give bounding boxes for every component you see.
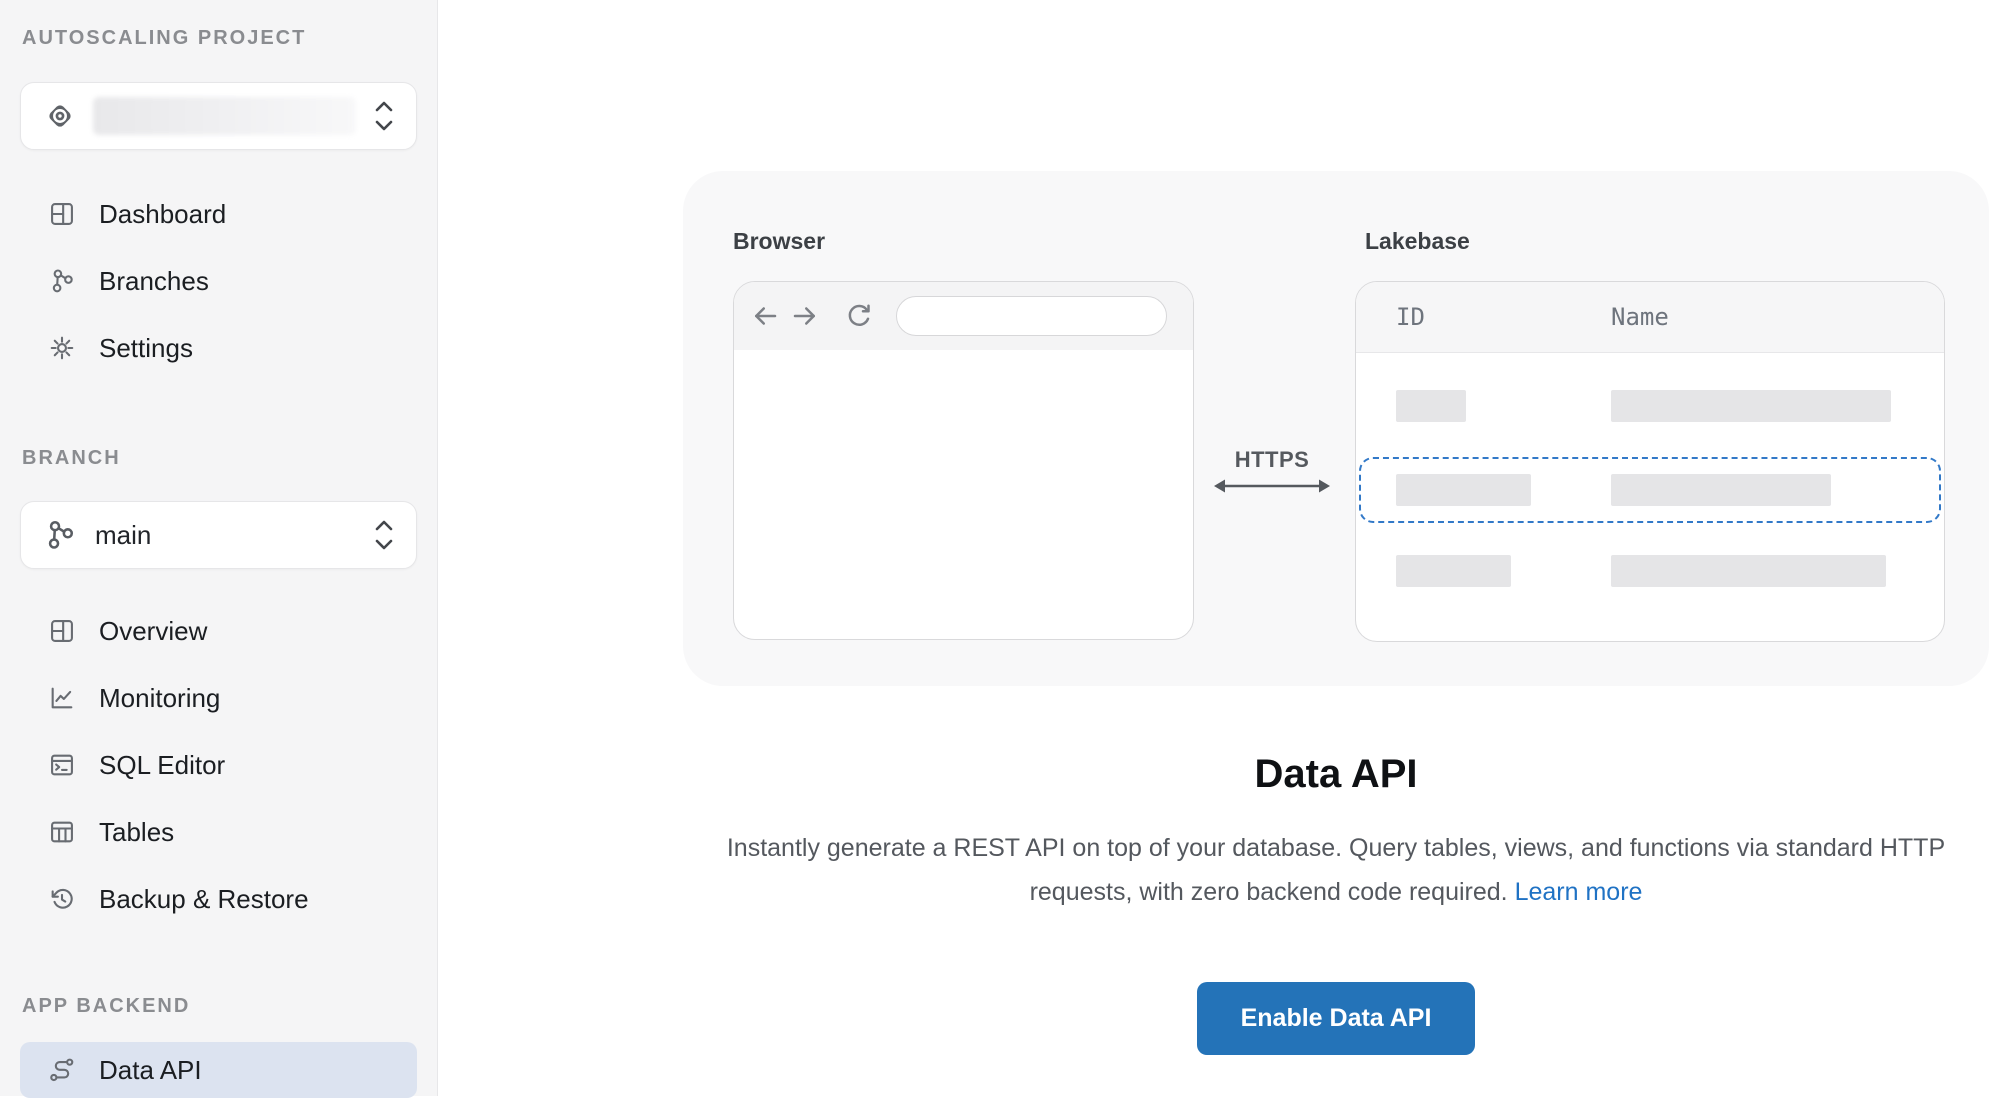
placeholder-bar bbox=[1396, 555, 1511, 587]
sidebar-item-branches[interactable]: Branches bbox=[20, 255, 417, 307]
sidebar-item-overview[interactable]: Overview bbox=[20, 605, 417, 657]
back-arrow-icon bbox=[750, 301, 780, 331]
sidebar-item-data-api[interactable]: Data API bbox=[20, 1042, 417, 1098]
chevron-updown-icon bbox=[372, 99, 396, 133]
chart-icon bbox=[48, 684, 76, 712]
sidebar-item-label: Data API bbox=[99, 1055, 202, 1086]
sidebar-item-settings[interactable]: Settings bbox=[20, 322, 417, 374]
enable-data-api-button[interactable]: Enable Data API bbox=[1197, 982, 1476, 1055]
sidebar-item-tables[interactable]: Tables bbox=[20, 806, 417, 858]
cta-row: Enable Data API bbox=[683, 982, 1989, 1055]
branch-section-label: BRANCH bbox=[22, 448, 417, 468]
browser-mock: Browser bbox=[733, 228, 1194, 640]
table-icon bbox=[48, 818, 76, 846]
main-content: Browser bbox=[438, 0, 2000, 1096]
branches-icon bbox=[48, 267, 76, 295]
sidebar-item-label: Branches bbox=[99, 266, 209, 297]
terminal-icon bbox=[48, 751, 76, 779]
placeholder-bar bbox=[1611, 555, 1886, 587]
https-connector: HTTPS bbox=[1210, 447, 1334, 502]
backend-section-label: APP BACKEND bbox=[22, 996, 417, 1016]
branch-selector-value: main bbox=[95, 520, 151, 551]
sidebar-item-label: Dashboard bbox=[99, 199, 226, 230]
illustration-card: Browser bbox=[683, 171, 1989, 686]
sidebar-item-label: Monitoring bbox=[99, 683, 220, 714]
sidebar: AUTOSCALING PROJECT Dashboard Bran bbox=[0, 0, 438, 1096]
sidebar-item-label: Tables bbox=[99, 817, 174, 848]
sidebar-item-backup-restore[interactable]: Backup & Restore bbox=[20, 873, 417, 925]
branch-icon bbox=[43, 518, 77, 552]
placeholder-bar bbox=[1396, 390, 1466, 422]
project-nav: Dashboard Branches Settings bbox=[20, 188, 417, 389]
sidebar-item-label: Backup & Restore bbox=[99, 884, 309, 915]
sidebar-item-label: Settings bbox=[99, 333, 193, 364]
sidebar-item-monitoring[interactable]: Monitoring bbox=[20, 672, 417, 724]
history-clock-icon bbox=[48, 885, 76, 913]
gear-icon bbox=[48, 334, 76, 362]
forward-arrow-icon bbox=[790, 301, 820, 331]
browser-label: Browser bbox=[733, 228, 1194, 255]
page-title: Data API bbox=[683, 750, 1989, 798]
project-name-redacted bbox=[93, 97, 356, 135]
overview-icon bbox=[48, 617, 76, 645]
column-header-id: ID bbox=[1396, 303, 1425, 331]
protocol-label: HTTPS bbox=[1210, 447, 1334, 473]
dashboard-icon bbox=[48, 200, 76, 228]
learn-more-link[interactable]: Learn more bbox=[1515, 878, 1643, 906]
page-description: Instantly generate a REST API on top of … bbox=[721, 826, 1951, 914]
browser-window-mock bbox=[733, 281, 1194, 640]
lakebase-label: Lakebase bbox=[1365, 228, 1945, 255]
project-section-label: AUTOSCALING PROJECT bbox=[22, 28, 417, 48]
project-icon bbox=[43, 99, 77, 133]
browser-topbar bbox=[734, 282, 1193, 350]
sidebar-item-label: SQL Editor bbox=[99, 750, 225, 781]
sidebar-item-dashboard[interactable]: Dashboard bbox=[20, 188, 417, 240]
sidebar-item-label: Overview bbox=[99, 616, 207, 647]
placeholder-bar bbox=[1611, 390, 1891, 422]
branch-selector[interactable]: main bbox=[20, 501, 417, 569]
description-text: Instantly generate a REST API on top of … bbox=[727, 834, 1945, 906]
branch-nav: Overview Monitoring SQL Editor Tables Ba… bbox=[20, 605, 417, 940]
route-icon bbox=[48, 1056, 76, 1084]
backend-nav: Data API bbox=[20, 1042, 417, 1098]
sidebar-item-sql-editor[interactable]: SQL Editor bbox=[20, 739, 417, 791]
database-table-mock: ID Name bbox=[1355, 281, 1945, 642]
table-header-row: ID Name bbox=[1356, 282, 1944, 353]
reload-icon bbox=[844, 301, 874, 331]
url-bar-mock bbox=[896, 296, 1167, 336]
placeholder-bar bbox=[1396, 474, 1531, 506]
chevron-updown-icon bbox=[372, 518, 396, 552]
placeholder-bar bbox=[1611, 474, 1831, 506]
project-selector[interactable] bbox=[20, 82, 417, 150]
column-header-name: Name bbox=[1611, 303, 1669, 331]
lakebase-mock: Lakebase ID Name bbox=[1355, 228, 1945, 642]
double-arrow-icon bbox=[1210, 475, 1334, 497]
